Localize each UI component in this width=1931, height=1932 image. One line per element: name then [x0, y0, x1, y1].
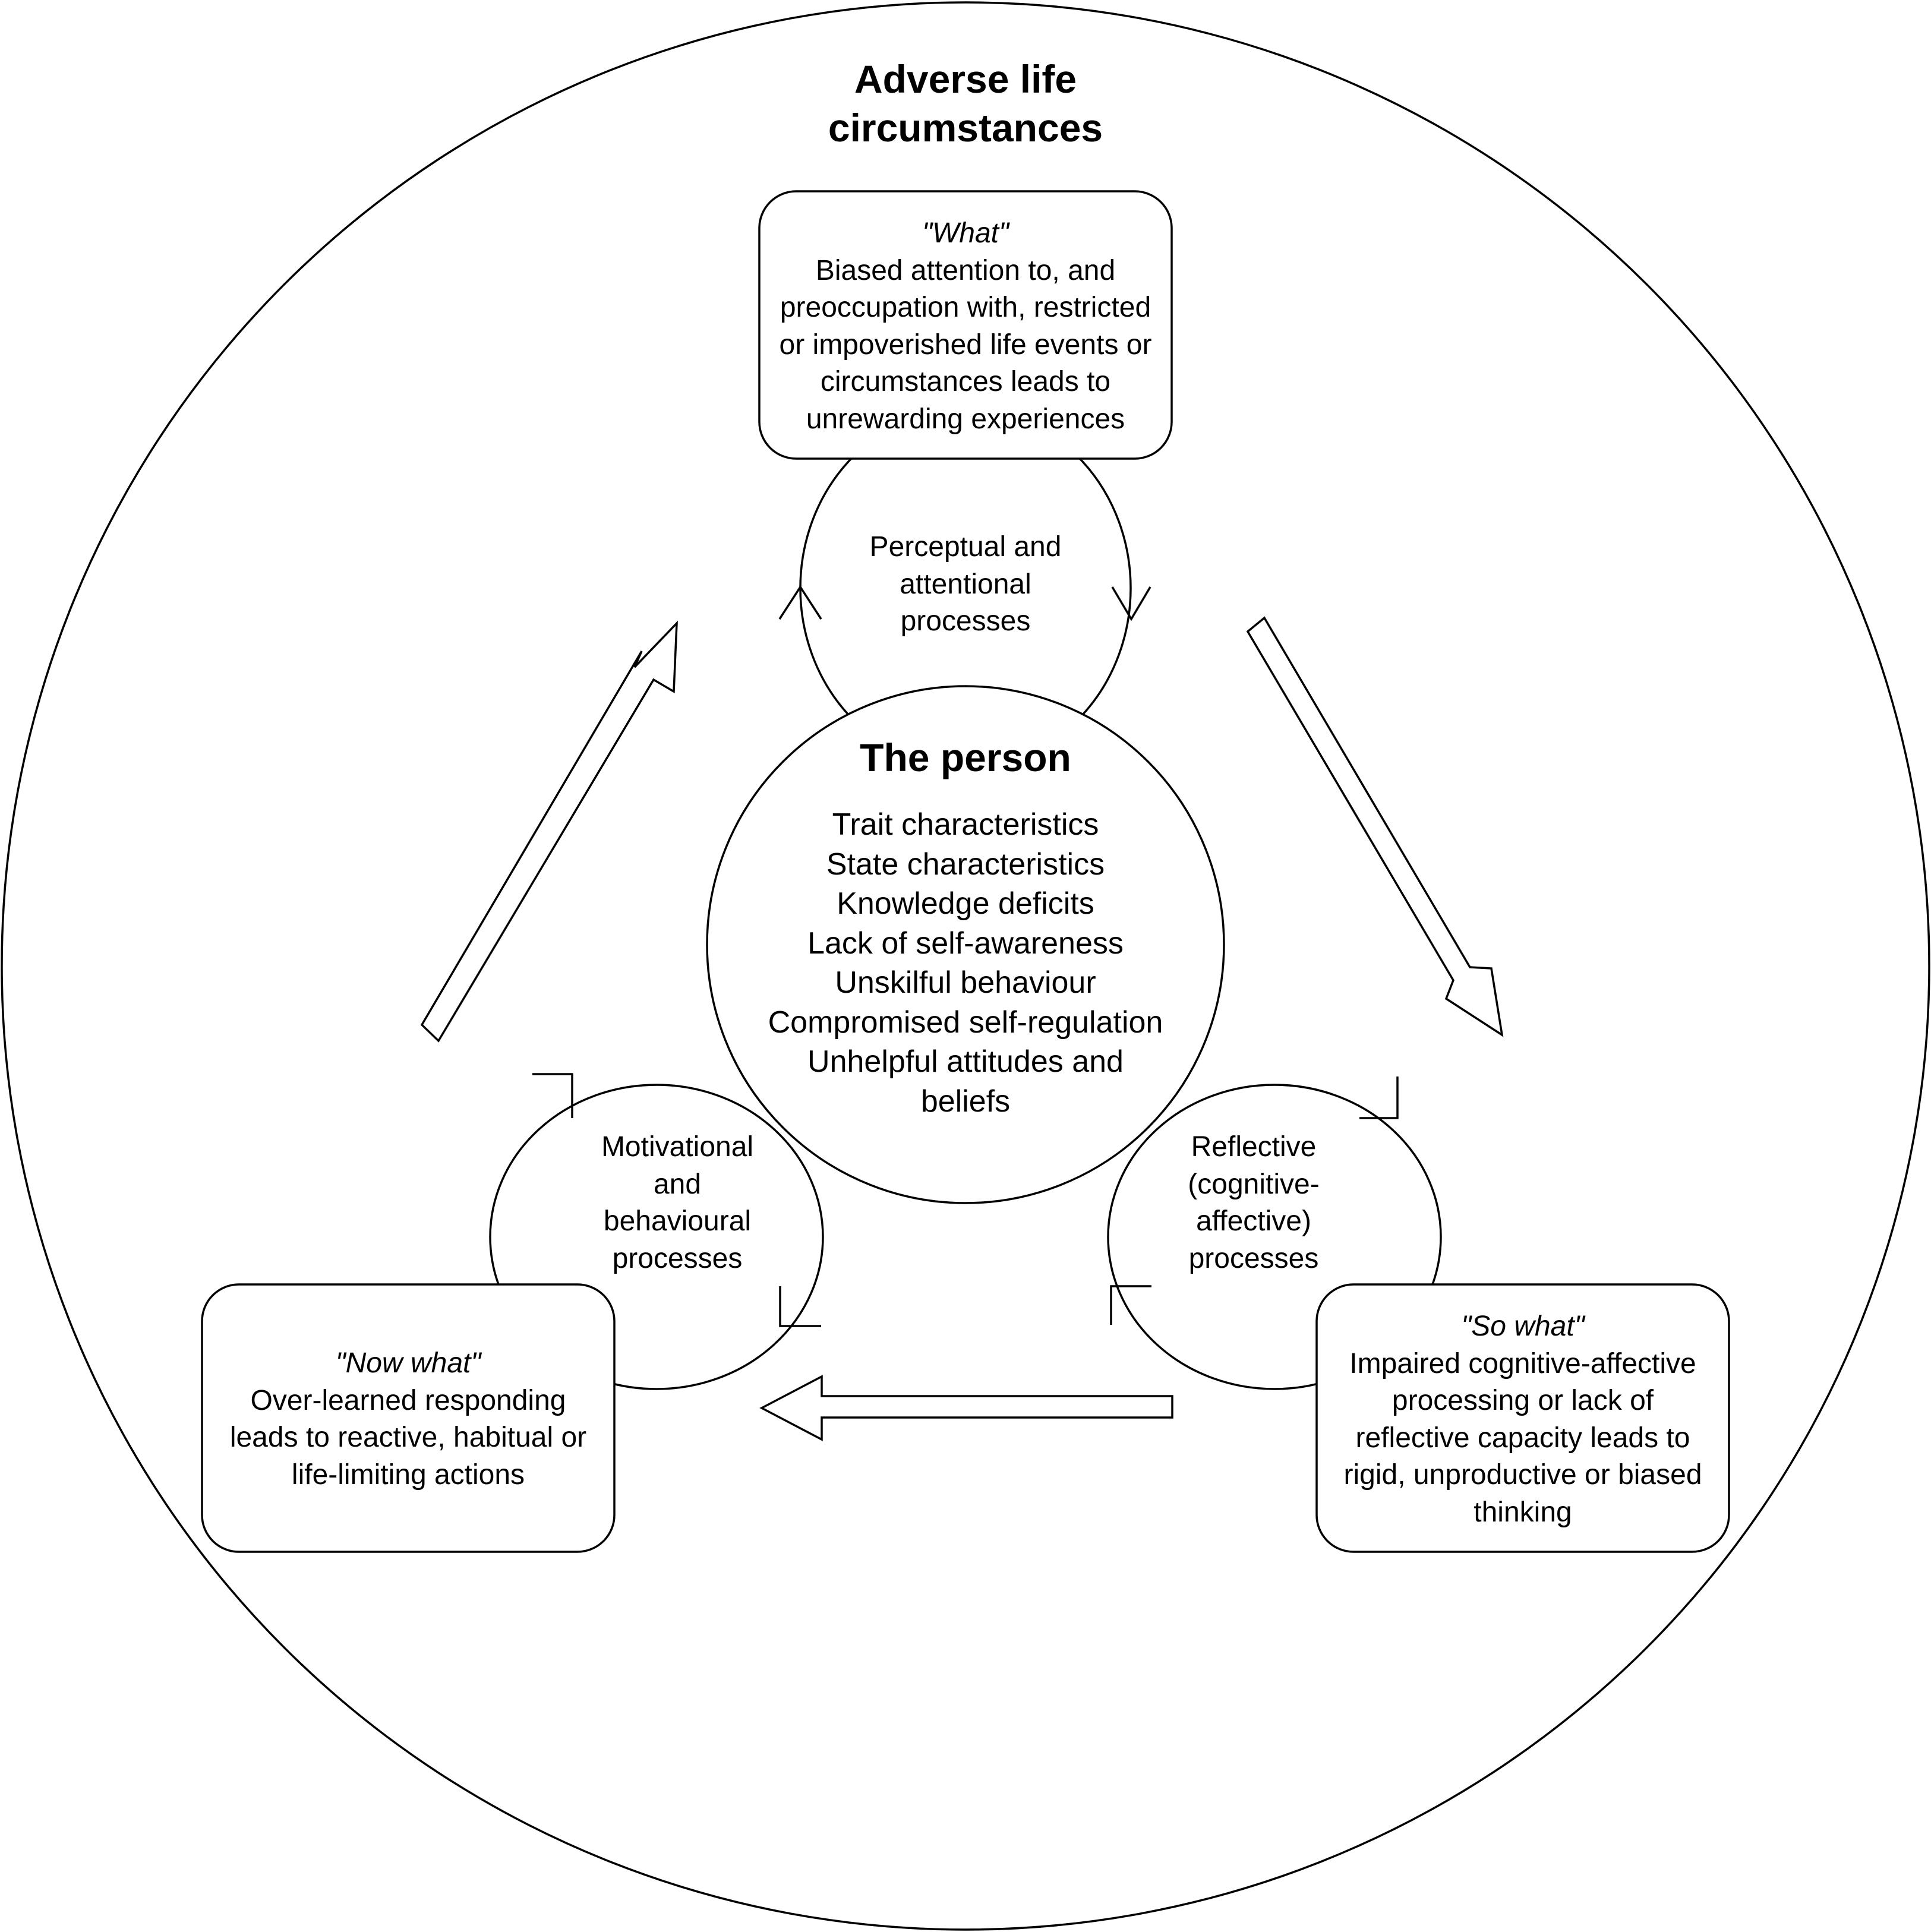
so-what-box-text: "So what" Impaired cognitive-affective p…	[1317, 1308, 1729, 1531]
diagram-title: Adverse life circumstances	[828, 57, 1103, 150]
reflective-cycle-arrowhead-lower	[1110, 1285, 1151, 1325]
motivational-process-circle	[489, 1084, 824, 1390]
person-item: Lack of self-awareness	[807, 926, 1124, 961]
flow-arrow-so-what-to-now-what	[759, 1375, 1173, 1441]
person-title: The person	[860, 735, 1071, 779]
perceptual-cycle-arrowhead-left	[778, 585, 822, 620]
so-what-heading: "So what"	[1461, 1311, 1585, 1342]
person-item: beliefs	[920, 1084, 1011, 1119]
now-what-heading: "Now what"	[335, 1347, 481, 1379]
perceptual-cycle-arrowhead-right	[1111, 586, 1151, 621]
what-body: Biased attention to, and preoccupation w…	[779, 254, 1152, 435]
perceptual-process-label: Perceptual and attentional processes	[869, 531, 1062, 637]
reflective-process-label: Reflective (cognitive- affective) proces…	[1188, 1131, 1320, 1274]
what-heading: "What"	[922, 217, 1009, 249]
what-box-text: "What" Biased attention to, and preoccup…	[759, 215, 1172, 438]
now-what-body: Over-learned responding leads to reactiv…	[229, 1384, 587, 1491]
person-item: Trait characteristics	[832, 807, 1099, 842]
now-what-box	[201, 1283, 616, 1553]
person-circle	[706, 685, 1225, 1204]
person-item: State characteristics	[826, 847, 1105, 882]
what-box	[758, 190, 1173, 460]
flow-arrow-what-to-so-what	[1246, 616, 1504, 1037]
so-what-box	[1315, 1283, 1730, 1553]
motivational-cycle-arrowhead-upper	[532, 1073, 573, 1118]
person-item: Knowledge deficits	[837, 886, 1094, 921]
reflective-process-circle	[1107, 1084, 1442, 1390]
person-item: Compromised self-regulation	[768, 1005, 1163, 1040]
now-what-box-text: "Now what" Over-learned responding leads…	[202, 1345, 614, 1494]
person-item: Unskilful behaviour	[835, 965, 1096, 1000]
reflective-cycle-arrowhead-upper	[1359, 1077, 1399, 1119]
flow-arrow-now-what-to-what	[420, 620, 678, 1043]
motivational-process-label: Motivational and behavioural processes	[601, 1131, 754, 1274]
person-item: Unhelpful attitudes and	[807, 1044, 1124, 1079]
motivational-cycle-arrowhead-lower	[779, 1286, 821, 1327]
person-characteristics-list: Trait characteristics State characterist…	[728, 805, 1203, 1121]
so-what-body: Impaired cognitive-affective processing …	[1343, 1347, 1702, 1528]
